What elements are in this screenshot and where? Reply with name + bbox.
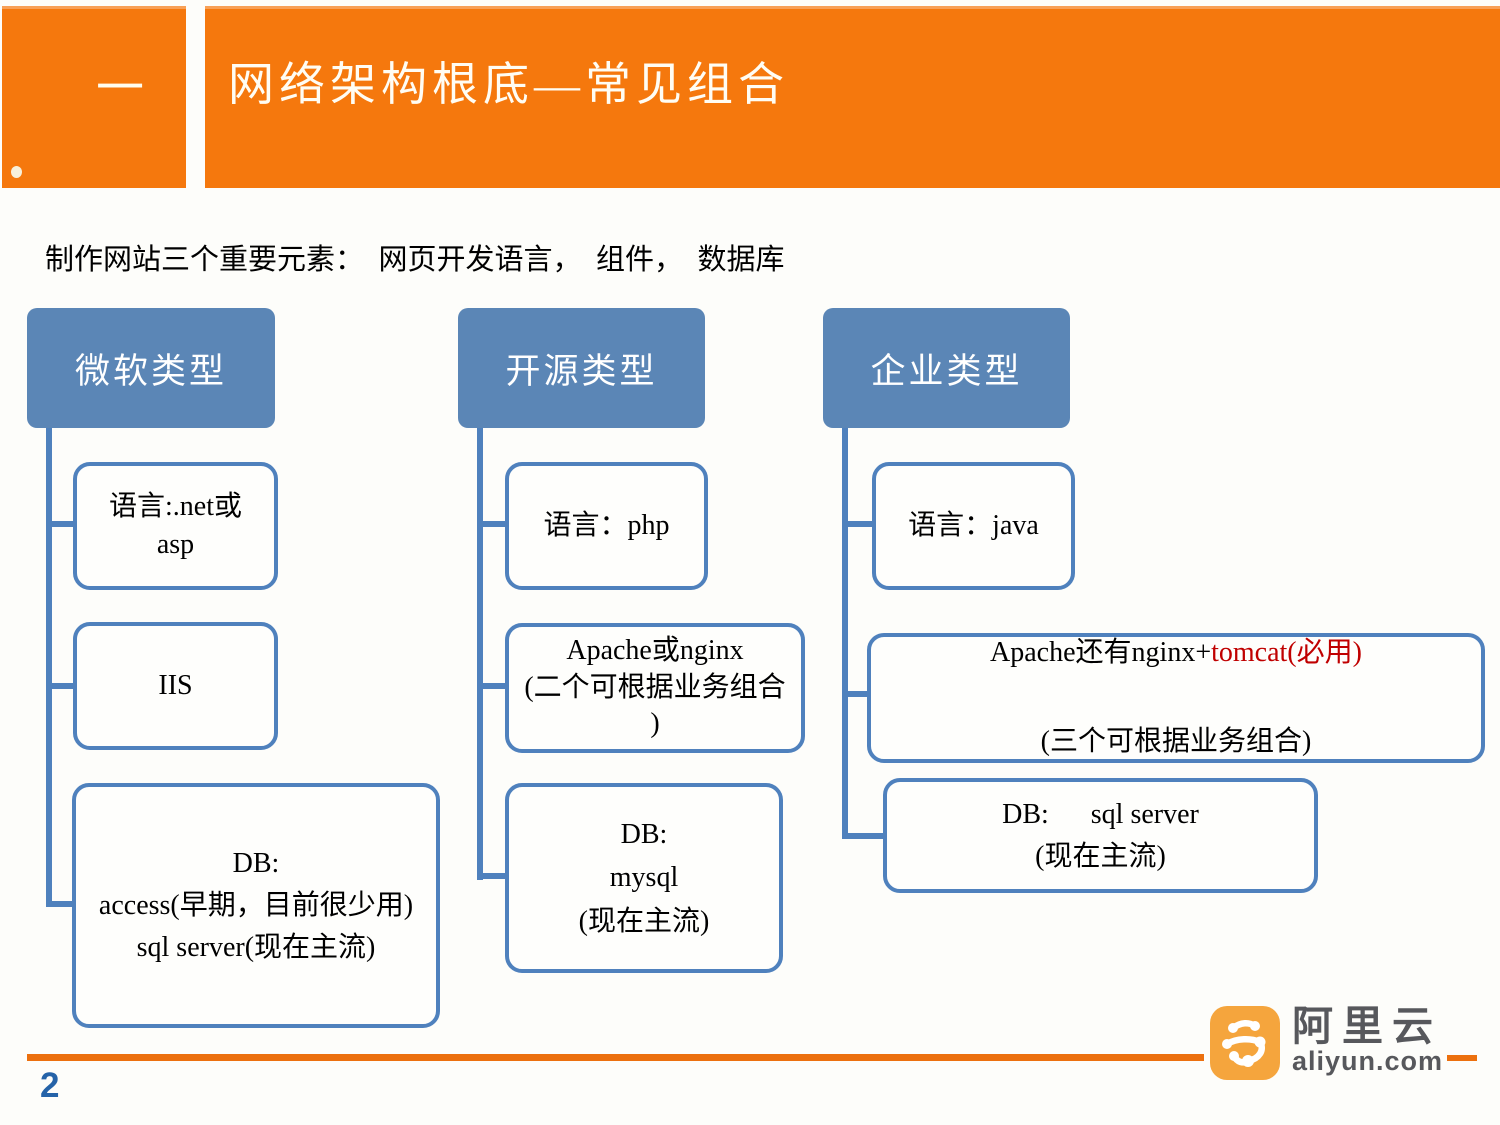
header-band-right [205, 6, 1500, 188]
aliyun-logo-text: 阿里云 aliyun.com [1292, 1006, 1443, 1075]
section-number: 一 [96, 62, 145, 115]
node-db-sqlserver: DB: sql server (现在主流) [883, 778, 1318, 893]
connector-vertical-col2 [477, 428, 483, 880]
intro-text: 制作网站三个重要元素： 网页开发语言， 组件， 数据库 [45, 244, 785, 276]
connector-stub [46, 521, 77, 527]
node-language-php: 语言：php [505, 462, 708, 590]
node-language-java: 语言：java [872, 462, 1075, 590]
node-db-mysql: DB: mysql (现在主流) [505, 783, 783, 973]
node-apache-nginx: Apache或nginx (二个可根据业务组合 ) [505, 623, 805, 753]
connector-stub [477, 521, 509, 527]
aliyun-cloud-icon [1210, 1006, 1280, 1080]
connector-stub [842, 691, 871, 697]
aliyun-logo-chinese: 阿里云 [1292, 1003, 1442, 1049]
aliyun-logo-domain: aliyun.com [1292, 1046, 1444, 1076]
node-language-dotnet-asp: 语言:.net或 asp [73, 462, 278, 590]
column-header-microsoft: 微软类型 [27, 308, 275, 428]
connector-stub [477, 873, 509, 879]
page-number: 2 [40, 1066, 60, 1105]
connector-vertical-col1 [46, 428, 52, 907]
node-line-2: (三个可根据业务组合) [1040, 726, 1312, 758]
footer-divider-dash [1447, 1055, 1477, 1061]
column-header-enterprise: 企业类型 [823, 308, 1070, 428]
bullet-dot [11, 166, 22, 178]
footer-divider-line [27, 1054, 1204, 1061]
node-line-mixed: Apache还有nginx+tomcat(必用) [990, 631, 1362, 676]
node-apache-nginx-tomcat: Apache还有nginx+tomcat(必用) (三个可根据业务组合) [867, 633, 1485, 763]
aliyun-logo: 阿里云 aliyun.com [1210, 1006, 1443, 1080]
node-db-access-sqlserver: DB: access(早期，目前很少用) sql server(现在主流) [72, 783, 440, 1028]
slide-title: 网络架构根底—常见组合 [228, 59, 789, 110]
node-text-red: tomcat(必用) [1211, 636, 1362, 668]
connector-stub [842, 833, 887, 839]
connector-stub [46, 683, 77, 689]
connector-stub [477, 683, 509, 689]
node-iis: IIS [73, 622, 278, 750]
node-text-black: Apache还有nginx+ [990, 636, 1212, 668]
connector-vertical-col3 [842, 428, 848, 839]
header-band-left [2, 6, 186, 188]
column-header-opensource: 开源类型 [458, 308, 705, 428]
connector-stub [842, 521, 876, 527]
connector-stub [46, 901, 76, 907]
